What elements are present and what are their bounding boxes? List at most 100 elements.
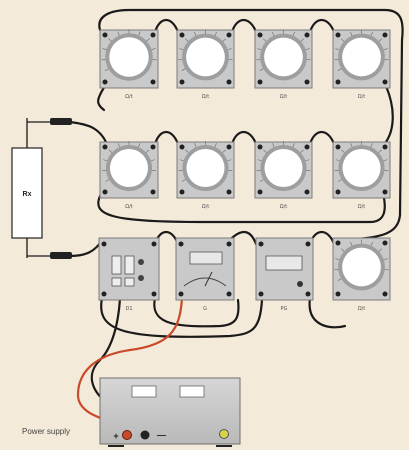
terminal-post[interactable]: [150, 189, 156, 195]
dial-knob[interactable]: [264, 37, 303, 77]
wire-hop-6: [308, 130, 336, 146]
terminal-post[interactable]: [226, 144, 232, 150]
terminal-post[interactable]: [257, 144, 263, 150]
wire-hop-5: [230, 130, 258, 146]
module-d1-label: D1: [125, 306, 132, 312]
dial-tick: [378, 149, 382, 153]
dial-tick: [179, 48, 184, 51]
dial-tick: [340, 248, 345, 252]
wire-hop-9: [308, 230, 336, 246]
dial-tick: [104, 68, 109, 72]
wire-hop-3: [308, 18, 336, 34]
decade-label: Ω/t: [358, 204, 366, 210]
wire-row1-left: [97, 84, 107, 112]
decade-module: Ω/t: [99, 29, 159, 100]
terminal-minus-icon: [140, 430, 150, 440]
dial-tick: [194, 31, 197, 36]
terminal-post[interactable]: [304, 189, 310, 195]
module-d1: D1: [98, 237, 160, 312]
dial-knob[interactable]: [109, 37, 149, 77]
terminal-post[interactable]: [335, 291, 341, 297]
dial-knob[interactable]: [186, 37, 225, 77]
dial-tick: [350, 31, 353, 36]
terminal-post[interactable]: [150, 32, 156, 38]
dial-tick: [383, 159, 388, 162]
rx-label: Rx: [23, 191, 32, 198]
dial-tick: [227, 159, 232, 162]
terminal-post[interactable]: [382, 144, 388, 150]
wire-row1-right: [384, 84, 394, 144]
terminal-post[interactable]: [179, 32, 185, 38]
decade-label: Ω/t: [358, 94, 366, 100]
terminal-post[interactable]: [335, 240, 341, 246]
dial-knob[interactable]: [186, 148, 225, 188]
dial-knob[interactable]: [342, 247, 381, 287]
dial-tick: [214, 143, 217, 148]
terminal-post[interactable]: [150, 79, 156, 85]
dial-tick: [370, 143, 373, 148]
terminal-post[interactable]: [382, 32, 388, 38]
terminal-post[interactable]: [102, 79, 108, 85]
terminal-post[interactable]: [335, 189, 341, 195]
terminal-post[interactable]: [179, 79, 185, 85]
terminal-post[interactable]: [382, 291, 388, 297]
dial-tick: [138, 143, 141, 148]
terminal-post[interactable]: [304, 32, 310, 38]
dial-tick: [138, 31, 141, 36]
terminal-post[interactable]: [102, 32, 108, 38]
terminal-post[interactable]: [382, 240, 388, 246]
decade-module: Ω/t: [332, 237, 391, 312]
decade-label: Ω/t: [358, 306, 366, 312]
dial-tick: [272, 143, 275, 148]
terminal-post[interactable]: [226, 189, 232, 195]
dial-knob[interactable]: [342, 37, 381, 77]
terminal-post[interactable]: [226, 79, 232, 85]
dial-knob[interactable]: [264, 148, 303, 188]
terminal-post[interactable]: [257, 189, 263, 195]
terminal-post[interactable]: [257, 32, 263, 38]
terminal-plus-icon: [122, 430, 132, 440]
dial-tick: [259, 68, 264, 71]
wire-rx-top: [68, 120, 108, 144]
dial-tick: [194, 143, 197, 148]
decade-label: Ω/t: [202, 204, 210, 210]
module-pg: PG: [255, 237, 314, 312]
terminal-post[interactable]: [304, 79, 310, 85]
power-switch-icon: [219, 429, 229, 439]
terminal-post[interactable]: [226, 32, 232, 38]
terminal-post[interactable]: [257, 79, 263, 85]
dial-tick: [292, 31, 295, 36]
decade-label: Ω/t: [125, 94, 133, 100]
dial-tick: [263, 149, 267, 153]
terminal-post[interactable]: [102, 189, 108, 195]
dial-tick: [337, 278, 342, 281]
terminal-post[interactable]: [179, 189, 185, 195]
decade-module: Ω/t: [254, 140, 313, 210]
dial-tick: [151, 48, 156, 50]
dial-tick: [259, 179, 264, 182]
terminal-post[interactable]: [179, 144, 185, 150]
dial-knob[interactable]: [342, 148, 381, 188]
dial-tick: [340, 38, 345, 42]
dial-tick: [337, 68, 342, 71]
decade-module: Ω/t: [99, 140, 159, 210]
module-g-label: G: [203, 306, 207, 312]
power-supply-display-right: [179, 385, 205, 398]
dial-tick: [102, 48, 107, 50]
terminal-post[interactable]: [150, 144, 156, 150]
terminal-post[interactable]: [382, 189, 388, 195]
terminal-post[interactable]: [304, 144, 310, 150]
wire-row2-bottom: [97, 194, 386, 224]
dial-tick: [105, 179, 110, 182]
terminal-post[interactable]: [382, 79, 388, 85]
decade-module: Ω/t: [176, 29, 235, 100]
terminal-post[interactable]: [102, 144, 108, 150]
wire-hop-2: [230, 18, 258, 34]
terminal-post[interactable]: [335, 32, 341, 38]
dial-tick: [262, 38, 267, 42]
terminal-post[interactable]: [335, 79, 341, 85]
dial-knob[interactable]: [109, 148, 149, 188]
terminal-post[interactable]: [335, 144, 341, 150]
wire-top-loop: [98, 8, 404, 242]
